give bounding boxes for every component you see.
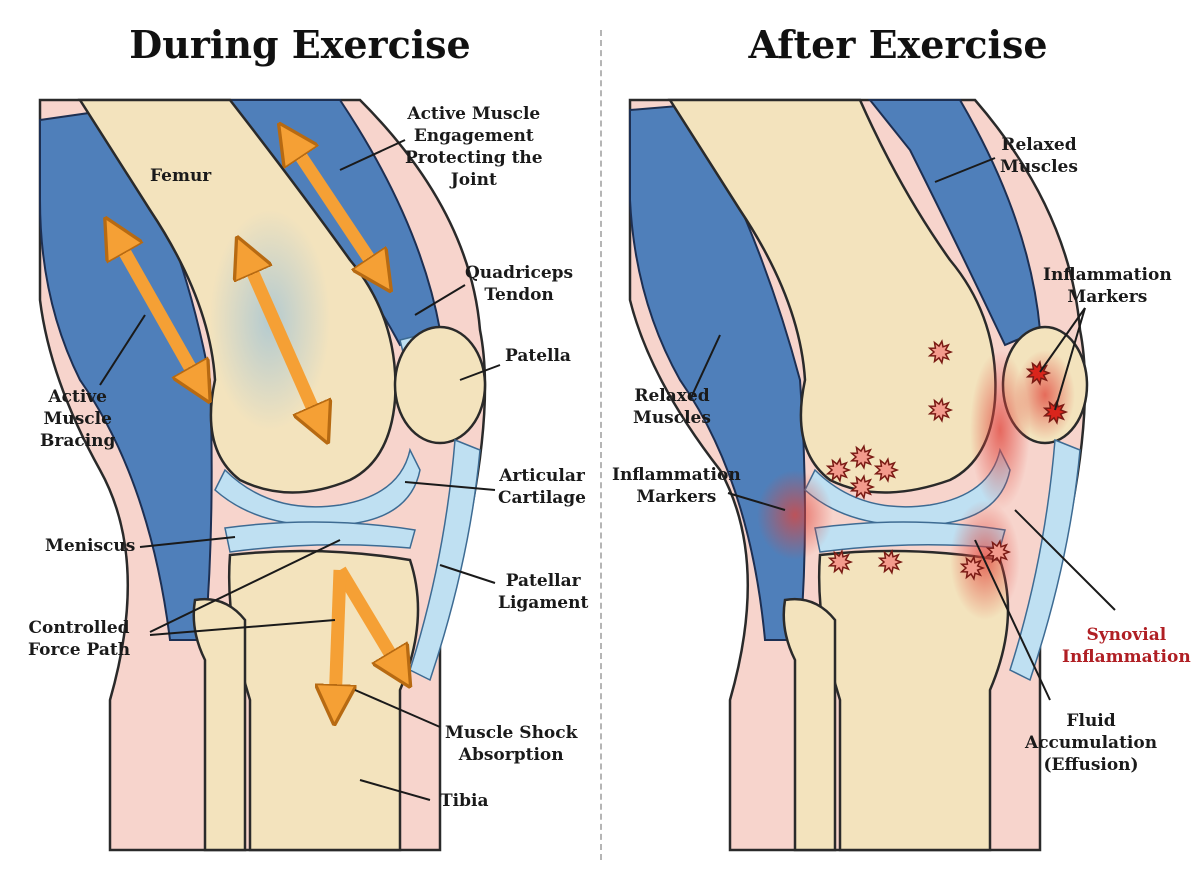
left-patella xyxy=(395,327,485,443)
label-femur: Femur xyxy=(150,165,211,187)
inflammation-glow-left xyxy=(757,470,833,560)
label-patella: Patella xyxy=(505,345,571,367)
label-meniscus: Meniscus xyxy=(45,535,135,557)
label-tibia: Tibia xyxy=(440,790,488,812)
left-knee xyxy=(40,100,500,850)
left-tibia xyxy=(229,551,418,850)
left-arrow-shock xyxy=(335,570,340,705)
